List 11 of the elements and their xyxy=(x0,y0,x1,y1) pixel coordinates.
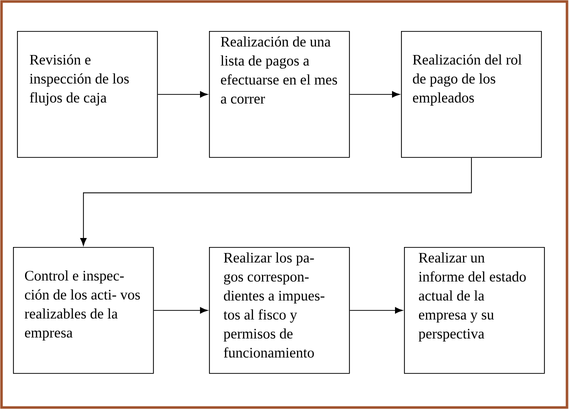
process-box: Realizar los pa- gos correspon- dientes a impues- tos al fisco y permisos de funcionamiento xyxy=(209,246,350,374)
arrow xyxy=(157,91,208,98)
arrow xyxy=(349,307,403,314)
arrow xyxy=(80,157,472,246)
process-box: Realizar un informe del estado actual de la empresa y su perspectiva xyxy=(404,246,545,374)
process-box: Realización de una lista de pagos a efectuarse en el mes a correr xyxy=(209,31,350,158)
process-box: Control e inspec- ción de los acti- vos realizables de la empresa xyxy=(13,246,154,374)
arrow xyxy=(349,91,400,98)
process-box: Realización del rol de pago de los empleados xyxy=(401,31,542,158)
arrow xyxy=(153,307,208,314)
process-box: Revisión e inspección de los flujos de caja xyxy=(17,31,158,158)
